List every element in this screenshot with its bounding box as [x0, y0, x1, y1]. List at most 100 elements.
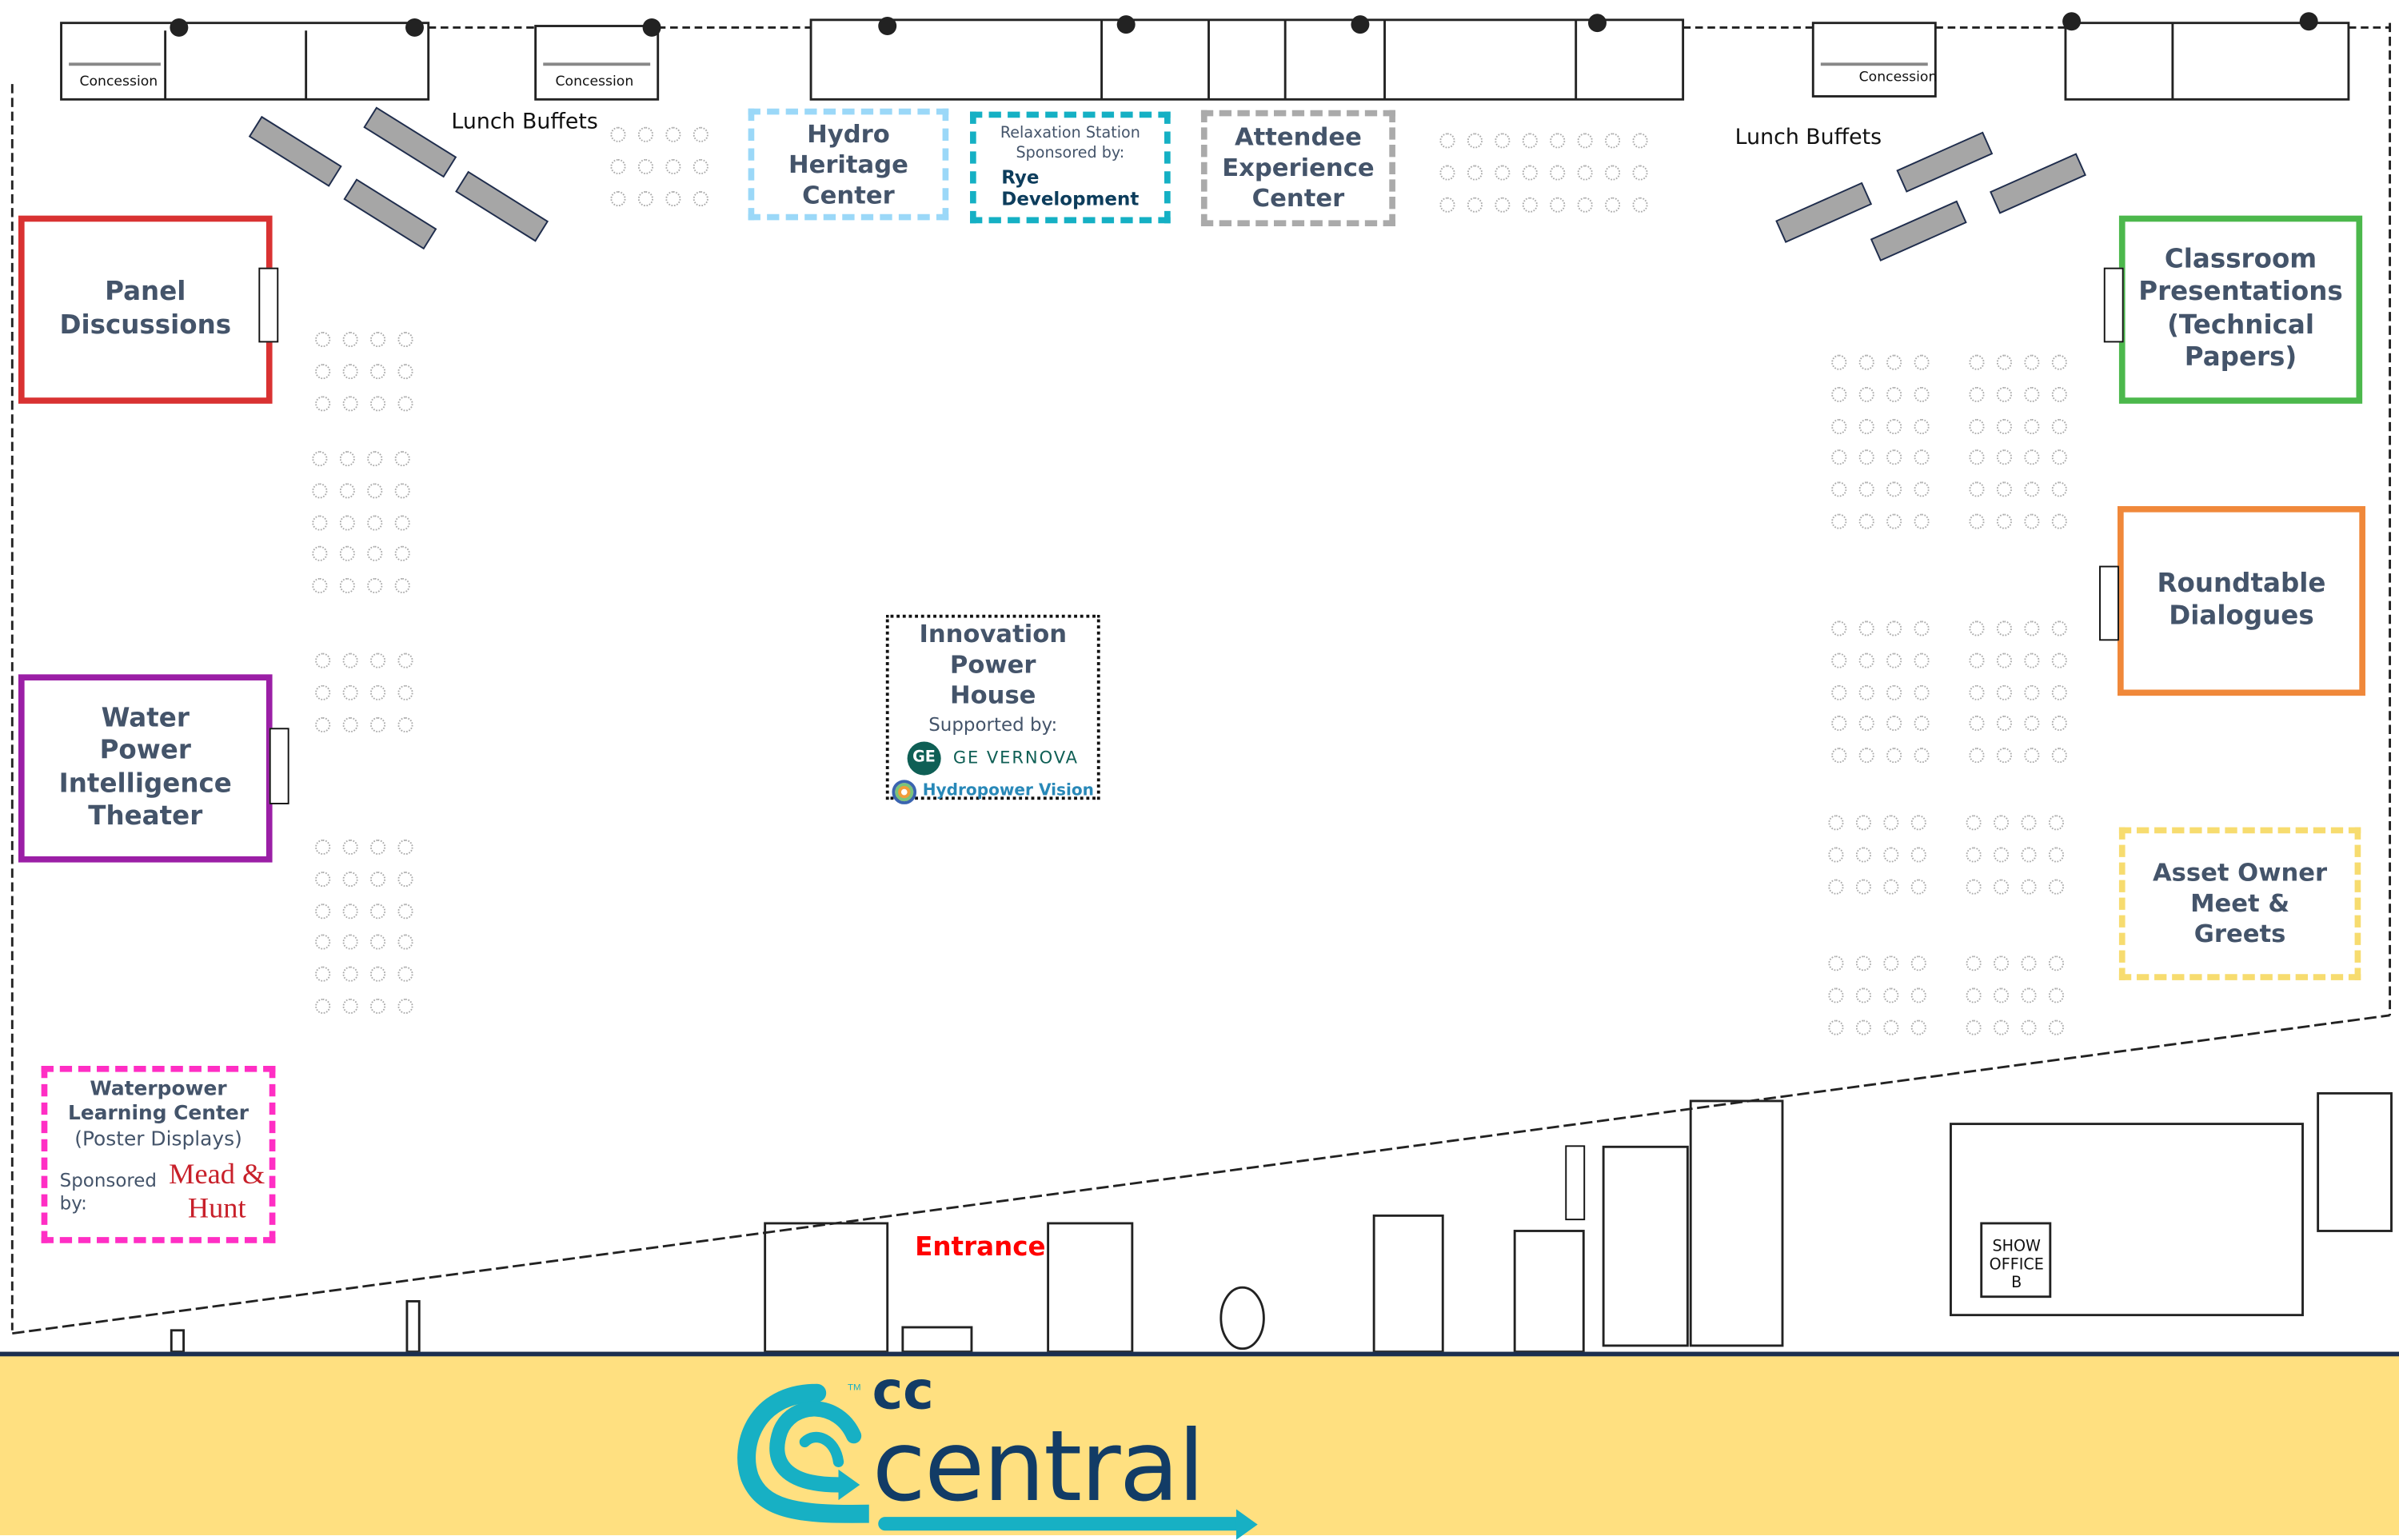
- zone-title: Classroom Presentations (Technical Paper…: [2138, 244, 2343, 373]
- zone-innovation-power-house[interactable]: Innovation Power House Supported by: GE …: [885, 614, 1100, 804]
- zone-water-power-theater[interactable]: Water Power Intelligence Theater: [18, 674, 273, 863]
- chair: [1831, 513, 1847, 529]
- chair: [1577, 196, 1593, 213]
- chair: [1886, 418, 1902, 434]
- chair: [2051, 513, 2067, 529]
- chair: [339, 482, 355, 499]
- chair: [2021, 815, 2037, 831]
- chair: [1996, 620, 2012, 636]
- chair: [1886, 684, 1902, 700]
- chair: [394, 514, 410, 530]
- chair: [397, 935, 413, 951]
- chair: [1969, 354, 1985, 370]
- chair: [2051, 418, 2067, 434]
- chair: [342, 652, 358, 668]
- chair: [397, 684, 413, 700]
- chair: [1996, 513, 2012, 529]
- chair: [1910, 987, 1926, 1003]
- chair: [397, 871, 413, 887]
- zone-waterpower-learning-center[interactable]: Waterpower Learning Center (Poster Displ…: [41, 1065, 276, 1243]
- chair: [1858, 620, 1874, 636]
- chair: [1467, 165, 1483, 181]
- zone-asset-owner[interactable]: Asset Owner Meet & Greets: [2118, 827, 2361, 980]
- chair: [1914, 386, 1930, 402]
- chair: [2051, 716, 2067, 732]
- chair: [2021, 847, 2037, 863]
- chair: [1858, 652, 1874, 668]
- chair: [315, 966, 331, 983]
- chair: [1883, 956, 1899, 971]
- chair: [1969, 716, 1985, 732]
- logo-arrow-bar: [878, 1517, 1246, 1531]
- zone-panel-discussions[interactable]: Panel Discussions: [18, 215, 273, 404]
- chair: [1828, 815, 1844, 831]
- chair: [370, 331, 386, 348]
- chair: [1883, 815, 1899, 831]
- sponsored-label: Sponsored by:: [59, 1170, 158, 1214]
- chair: [2048, 956, 2065, 971]
- screen: [258, 267, 279, 343]
- chair: [1910, 815, 1926, 831]
- zone-attendee-experience[interactable]: Attendee Experience Center: [1200, 110, 1395, 227]
- footer-banner: cc TM central: [0, 1351, 2399, 1540]
- chair: [342, 998, 358, 1014]
- chair: [1522, 133, 1538, 149]
- chair: [1632, 196, 1648, 213]
- chair: [693, 126, 709, 142]
- chair: [315, 871, 331, 887]
- chair: [1855, 956, 1871, 971]
- chair: [1605, 165, 1621, 181]
- chair: [370, 966, 386, 983]
- chair: [1439, 165, 1455, 181]
- chair: [1910, 956, 1926, 971]
- chair: [339, 578, 355, 594]
- chair: [1828, 987, 1844, 1003]
- logo-central-text: central: [872, 1411, 1205, 1525]
- chair: [1831, 620, 1847, 636]
- chair: [1969, 449, 1985, 466]
- chair: [1550, 165, 1566, 181]
- chair: [342, 966, 358, 983]
- chair: [1914, 684, 1930, 700]
- chair: [2024, 418, 2040, 434]
- chair: [1495, 196, 1511, 213]
- chair: [2024, 684, 2040, 700]
- chair: [1828, 1019, 1844, 1035]
- zone-title: Roundtable Dialogues: [2157, 568, 2326, 632]
- screen: [269, 728, 289, 804]
- lunch-buffets-label: Lunch Buffets: [1734, 125, 1882, 150]
- chair: [1886, 481, 1902, 497]
- chair: [370, 871, 386, 887]
- chair: [1855, 815, 1871, 831]
- zone-roundtable-dialogues[interactable]: Roundtable Dialogues: [2118, 506, 2365, 696]
- chair: [367, 451, 383, 467]
- chair: [1969, 684, 1985, 700]
- chair: [315, 935, 331, 951]
- chair: [312, 482, 328, 499]
- ge-vernova-text: GE VERNOVA: [952, 748, 1079, 768]
- zone-hydro-heritage[interactable]: Hydro Heritage Center: [748, 108, 949, 221]
- chair: [2024, 386, 2040, 402]
- chair: [1914, 513, 1930, 529]
- chair: [1886, 652, 1902, 668]
- chair: [610, 158, 626, 174]
- chair: [1828, 878, 1844, 894]
- chair: [1996, 748, 2012, 764]
- chair: [1858, 481, 1874, 497]
- chair: [315, 331, 331, 348]
- chair: [1439, 196, 1455, 213]
- zone-relaxation-station[interactable]: Relaxation Station Sponsored by: Rye Dev…: [970, 111, 1171, 224]
- chair: [394, 578, 410, 594]
- chair: [1914, 354, 1930, 370]
- chair: [370, 652, 386, 668]
- show-office-label: SHOW OFFICE B: [1989, 1239, 2044, 1292]
- zone-classroom-presentations[interactable]: Classroom Presentations (Technical Paper…: [2118, 215, 2363, 404]
- chair: [315, 903, 331, 919]
- chair: [1858, 418, 1874, 434]
- chair: [2024, 481, 2040, 497]
- chair: [1996, 716, 2012, 732]
- ge-vernova-logo: GE GE VERNOVA: [907, 741, 1079, 776]
- chair: [397, 998, 413, 1014]
- chair: [1831, 386, 1847, 402]
- chair: [2051, 481, 2067, 497]
